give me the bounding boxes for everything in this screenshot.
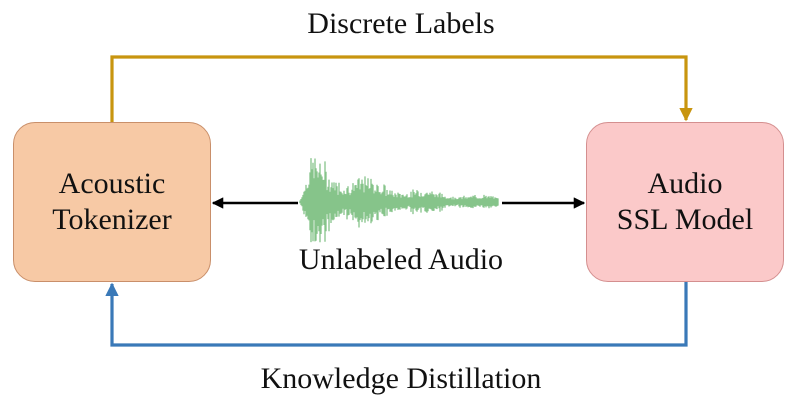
discrete-labels-arrow [110,55,693,122]
ssl-line-2: SSL Model [616,203,754,236]
audio-ssl-model-box: Audio SSL Model [586,122,784,282]
discrete-labels-text: Discrete Labels [307,7,495,40]
acoustic-tokenizer-box: Acoustic Tokenizer [13,122,211,282]
knowledge-distillation-text: Knowledge Distillation [260,362,542,395]
tokenizer-line-1: Acoustic [58,167,166,200]
tokenizer-line-2: Tokenizer [52,203,172,236]
knowledge-distillation-arrow [105,282,688,347]
unlabeled-audio-text: Unlabeled Audio [298,243,504,276]
waveform-icon [299,158,499,243]
ssl-line-1: Audio [647,167,723,200]
waveform-stroke [299,158,499,243]
